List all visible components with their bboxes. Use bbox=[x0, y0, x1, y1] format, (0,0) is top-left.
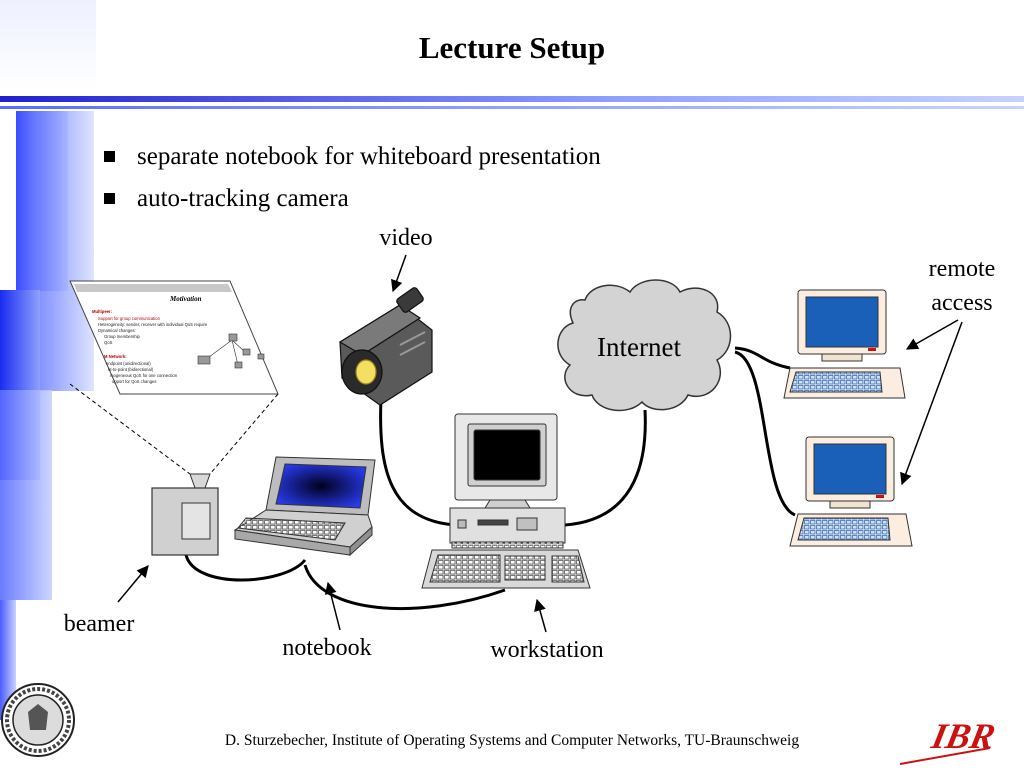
cable-workstation-internet bbox=[564, 409, 647, 527]
decor-block-2 bbox=[38, 111, 94, 391]
projection-beam bbox=[69, 383, 279, 475]
cable-notebook-workstation bbox=[303, 564, 506, 610]
bullet-item: separate notebook for whiteboard present… bbox=[104, 136, 601, 178]
remote-computer-2 bbox=[789, 436, 913, 547]
projected-slide-line: nt-to-point (bidirectional) bbox=[108, 367, 154, 372]
university-seal-logo bbox=[1, 683, 75, 757]
notebook-device bbox=[233, 456, 376, 557]
bullet-list: separate notebook for whiteboard present… bbox=[104, 136, 601, 220]
workstation-device bbox=[421, 413, 591, 589]
title-rule-thin bbox=[0, 106, 1024, 109]
cables bbox=[184, 346, 796, 610]
decor-block-4 bbox=[0, 390, 52, 600]
internet-cloud: Internet bbox=[557, 279, 732, 412]
cable-camera-workstation bbox=[379, 397, 456, 527]
decor-block-5 bbox=[0, 600, 16, 720]
projected-slide-line: Dynamical changes: bbox=[98, 328, 136, 333]
label-arrows bbox=[117, 254, 963, 633]
remote-computer-1 bbox=[783, 289, 906, 399]
decor-block-top bbox=[0, 0, 96, 92]
bullet-item: auto-tracking camera bbox=[104, 178, 601, 220]
beamer-label: beamer bbox=[64, 611, 135, 637]
title-rule bbox=[0, 96, 1024, 102]
projected-slide-line: M Network: bbox=[104, 354, 127, 359]
cable-beamer-notebook bbox=[184, 554, 307, 582]
projected-slide-line: endpoint (unidirectional) bbox=[106, 361, 151, 366]
ibr-logo-text: IBR bbox=[927, 716, 998, 756]
notebook-label: notebook bbox=[282, 635, 371, 661]
internet-label: Internet bbox=[597, 332, 681, 362]
workstation-label: workstation bbox=[490, 637, 603, 663]
projected-slide-line: upport for QoS changes bbox=[112, 379, 156, 384]
cable-internet-remote-2 bbox=[734, 350, 796, 517]
remote-access-label-line2: access bbox=[931, 290, 992, 316]
beamer-device bbox=[151, 473, 219, 556]
remote-access-label-line1: remote bbox=[929, 256, 996, 282]
cable-internet-remote-1 bbox=[734, 346, 791, 370]
bullet-marker bbox=[104, 192, 115, 204]
slide-footer: D. Sturzebecher, Institute of Operating … bbox=[224, 732, 800, 749]
projected-slide-title: Motivation bbox=[169, 295, 202, 303]
video-label: video bbox=[379, 225, 432, 251]
projected-slide-line: Group membership bbox=[104, 334, 141, 339]
bullet-marker bbox=[104, 150, 115, 162]
projected-slide: Motivation Multipeer: Support for group … bbox=[69, 280, 279, 395]
projected-slide-line: Support for group communication bbox=[98, 316, 161, 321]
projected-slide-sketch bbox=[197, 333, 265, 369]
video-camera-device bbox=[338, 287, 433, 406]
projected-slide-line: mogeneous QoS for one connection bbox=[110, 373, 178, 378]
slide-title: Lecture Setup bbox=[418, 30, 606, 65]
projected-slide-line: Multipeer: bbox=[92, 309, 112, 314]
projected-slide-line: Heterogeneity: sender, receiver with ind… bbox=[98, 322, 208, 327]
ibr-logo: IBR bbox=[899, 716, 999, 765]
projected-slide-line: QoS bbox=[104, 340, 113, 345]
